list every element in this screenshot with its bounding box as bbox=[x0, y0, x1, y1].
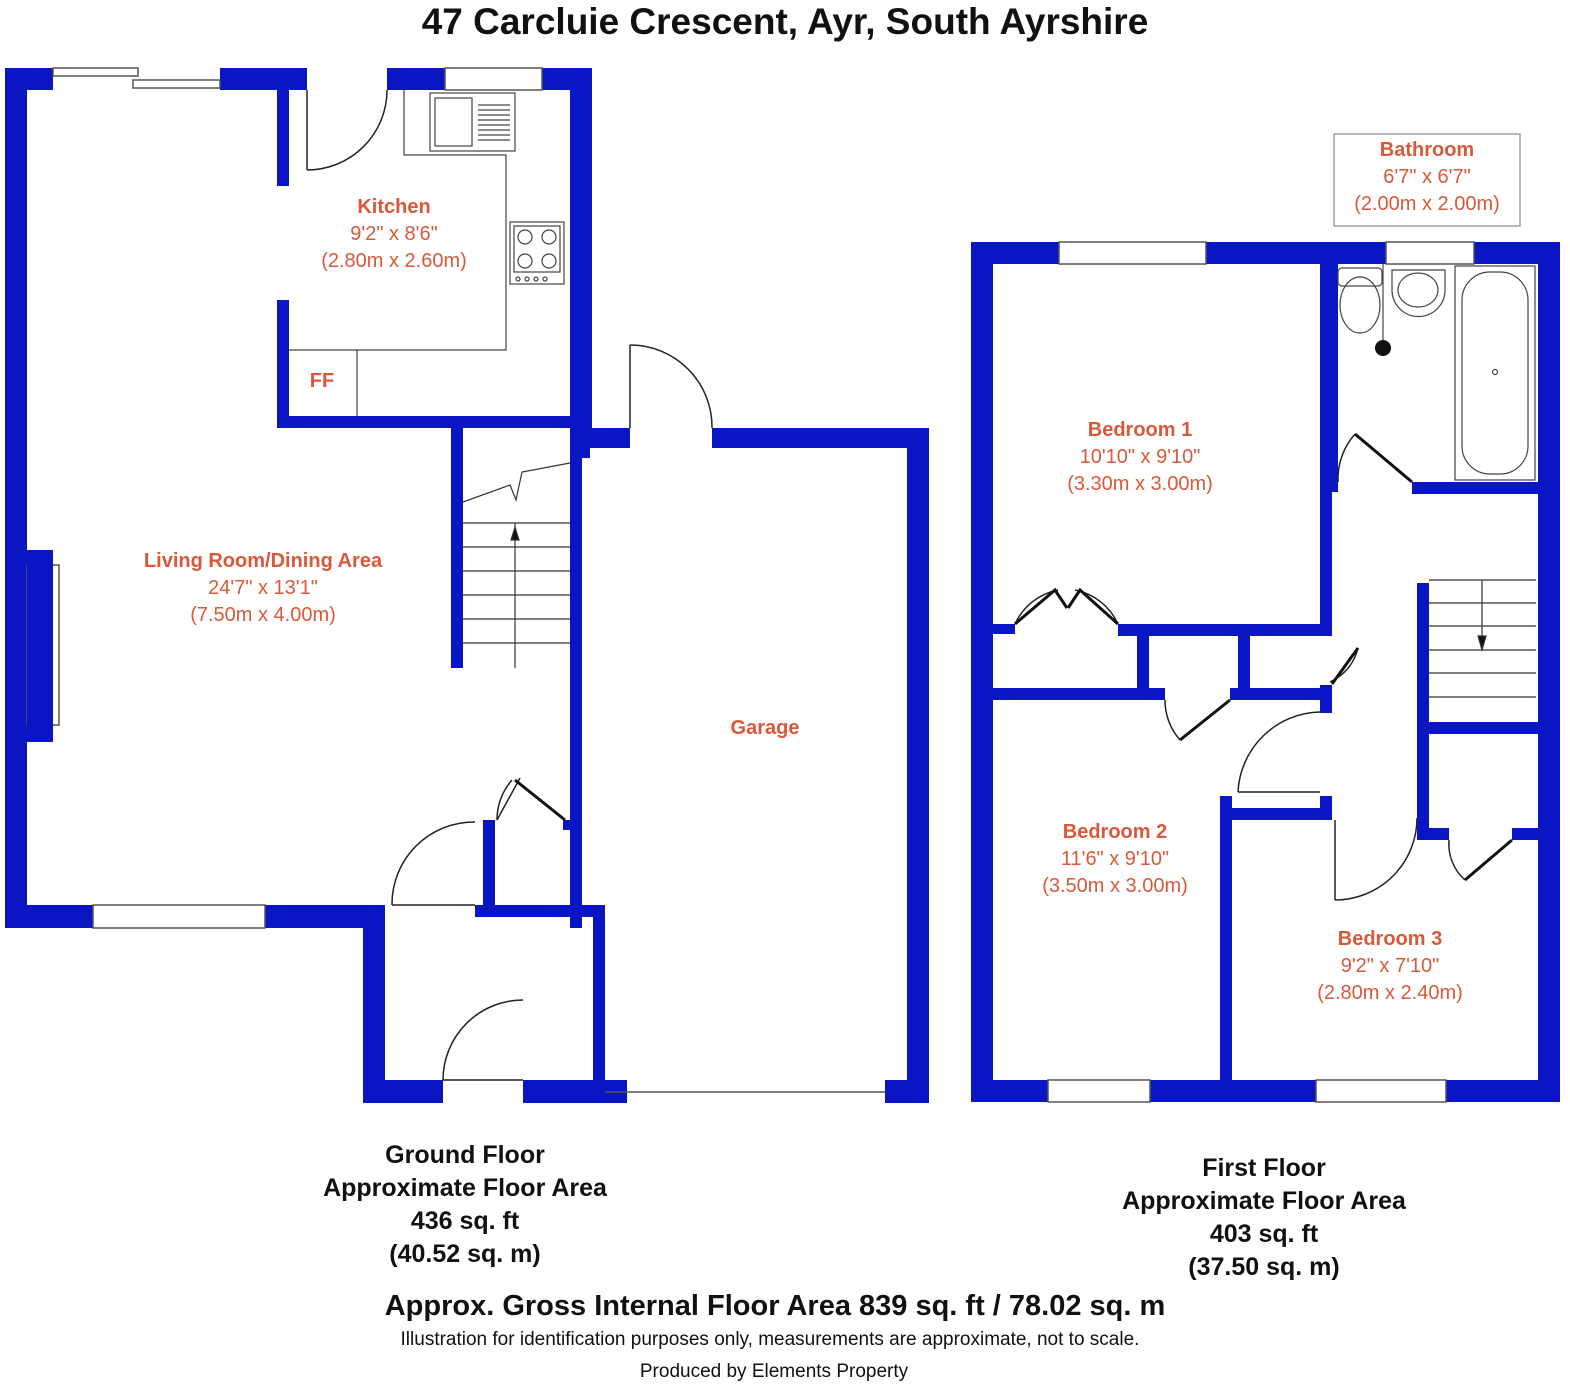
ground-floor-sqft: 436 sq. ft bbox=[410, 1207, 520, 1235]
bedroom3-label: Bedroom 3 9'2" x 7'10" (2.80m x 2.40m) bbox=[1290, 926, 1490, 1007]
bathroom-imperial: 6'7" x 6'7" bbox=[1383, 166, 1471, 188]
property-title: 47 Carcluie Crescent, Ayr, South Ayrshir… bbox=[421, 1, 1149, 42]
first-floor-caption: Approximate Floor Area bbox=[1122, 1187, 1406, 1215]
living-name: Living Room/Dining Area bbox=[143, 550, 383, 572]
living-metric: (7.50m x 4.00m) bbox=[190, 604, 336, 626]
ground-floor-stairs bbox=[462, 462, 571, 668]
ground-floor-name: Ground Floor bbox=[385, 1141, 545, 1169]
bathroom-fixtures bbox=[1337, 264, 1536, 481]
first-floor-windows bbox=[1047, 241, 1475, 1103]
kitchen-imperial: 9'2" x 8'6" bbox=[350, 223, 438, 245]
bathroom-name: Bathroom bbox=[1379, 139, 1475, 161]
bedroom2-label: Bedroom 2 11'6" x 9'10" (3.50m x 3.00m) bbox=[1015, 819, 1215, 900]
fireplace bbox=[27, 550, 53, 742]
bedroom1-name: Bedroom 1 bbox=[1087, 419, 1193, 441]
bedroom3-imperial: 9'2" x 7'10" bbox=[1340, 955, 1440, 977]
fridge-freezer-label: FF bbox=[309, 370, 335, 392]
bathroom-label-box bbox=[1333, 133, 1521, 227]
bathroom-label: Bathroom 6'7" x 6'7" (2.00m x 2.00m) bbox=[1334, 137, 1520, 218]
first-floor-walls bbox=[971, 242, 1560, 1102]
kitchen-fixtures bbox=[289, 90, 565, 416]
bedroom2-metric: (3.50m x 3.00m) bbox=[1042, 875, 1188, 897]
bedroom1-imperial: 10'10" x 9'10" bbox=[1079, 446, 1201, 468]
bathroom-metric: (2.00m x 2.00m) bbox=[1354, 193, 1500, 215]
kitchen-metric: (2.80m x 2.60m) bbox=[321, 250, 467, 272]
first-floor-sqm: (37.50 sq. m) bbox=[1188, 1253, 1340, 1281]
bedroom1-metric: (3.30m x 3.00m) bbox=[1067, 473, 1213, 495]
garage-label: Garage bbox=[665, 715, 865, 742]
first-floor-stairs bbox=[1429, 579, 1536, 698]
kitchen-name: Kitchen bbox=[357, 196, 431, 218]
producer-credit: Produced by Elements Property bbox=[639, 1361, 909, 1382]
bedroom2-name: Bedroom 2 bbox=[1062, 821, 1168, 843]
cupboard-door bbox=[514, 778, 566, 822]
ground-floor-walls bbox=[5, 68, 929, 1103]
disclaimer: Illustration for identification purposes… bbox=[400, 1329, 1140, 1350]
first-floor-door-leaves bbox=[1014, 432, 1513, 882]
ground-floor-area: Ground Floor Approximate Floor Area 436 … bbox=[290, 1139, 640, 1271]
first-floor-name: First Floor bbox=[1202, 1154, 1326, 1182]
living-label: Living Room/Dining Area 24'7" x 13'1" (7… bbox=[113, 548, 413, 629]
bedroom1-label: Bedroom 1 10'10" x 9'10" (3.30m x 3.00m) bbox=[1040, 417, 1240, 498]
gross-floor-area: Approx. Gross Internal Floor Area 839 sq… bbox=[384, 1290, 1166, 1322]
living-imperial: 24'7" x 13'1" bbox=[208, 577, 318, 599]
stack-pipe bbox=[1375, 340, 1391, 356]
first-floor-doors bbox=[1014, 433, 1466, 901]
kitchen-label: Kitchen 9'2" x 8'6" (2.80m x 2.60m) bbox=[294, 194, 494, 275]
first-floor-area: First Floor Approximate Floor Area 403 s… bbox=[1089, 1152, 1439, 1284]
bedroom2-imperial: 11'6" x 9'10" bbox=[1060, 848, 1170, 870]
first-floor-sqft: 403 sq. ft bbox=[1209, 1220, 1319, 1248]
ground-floor-caption: Approximate Floor Area bbox=[323, 1174, 607, 1202]
bedroom3-name: Bedroom 3 bbox=[1337, 928, 1443, 950]
ground-floor-doors bbox=[306, 89, 713, 1081]
bedroom3-metric: (2.80m x 2.40m) bbox=[1317, 982, 1463, 1004]
ground-floor-sqm: (40.52 sq. m) bbox=[389, 1240, 541, 1268]
garage-name: Garage bbox=[730, 717, 800, 739]
